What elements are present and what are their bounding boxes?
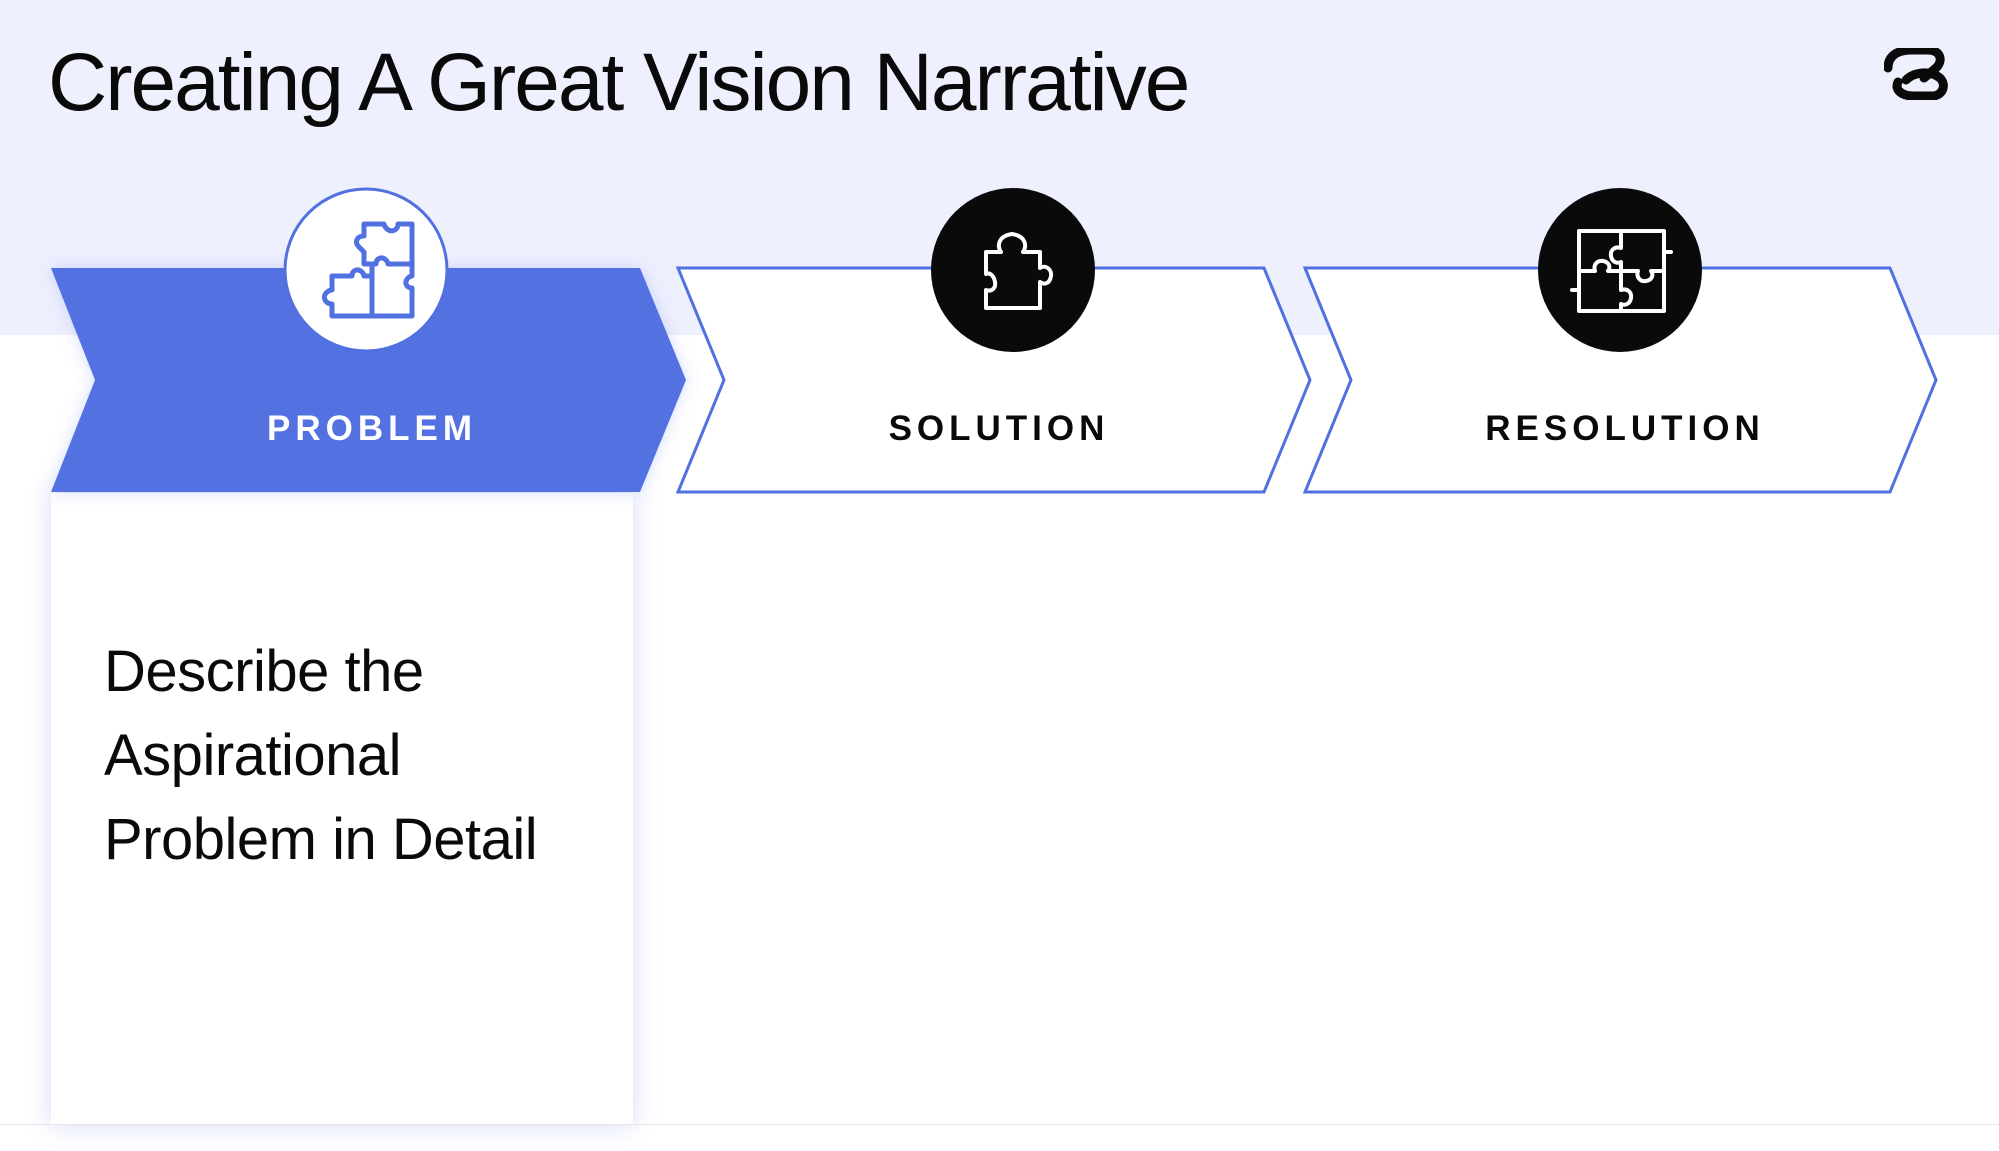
stage-solution[interactable]: SOLUTION [675, 188, 1312, 494]
bottom-divider [0, 1124, 1999, 1125]
stage-resolution-label: RESOLUTION [1485, 409, 1764, 448]
problem-detail-card: Describe the Aspirational Problem in Det… [51, 493, 633, 1125]
stage-solution-label: SOLUTION [889, 409, 1110, 448]
stage-problem-label: PROBLEM [267, 409, 477, 448]
stage-problem[interactable]: PROBLEM [51, 187, 686, 492]
stage-solution-icon-circle [931, 188, 1095, 352]
puzzle-pieces-stacked-icon [321, 221, 415, 319]
stage-resolution-chevron [1302, 266, 1938, 494]
puzzle-piece-icon [984, 232, 1054, 310]
stage-problem-icon-circle [283, 187, 449, 353]
stage-problem-chevron [51, 268, 686, 492]
problem-description: Describe the Aspirational Problem in Det… [104, 639, 538, 872]
brand-logo-icon [1884, 48, 1948, 100]
puzzle-complete-icon [1570, 229, 1673, 313]
stage-solution-chevron [675, 266, 1312, 494]
page-title: Creating A Great Vision Narrative [48, 37, 1190, 128]
stage-resolution[interactable]: RESOLUTION [1302, 188, 1938, 494]
